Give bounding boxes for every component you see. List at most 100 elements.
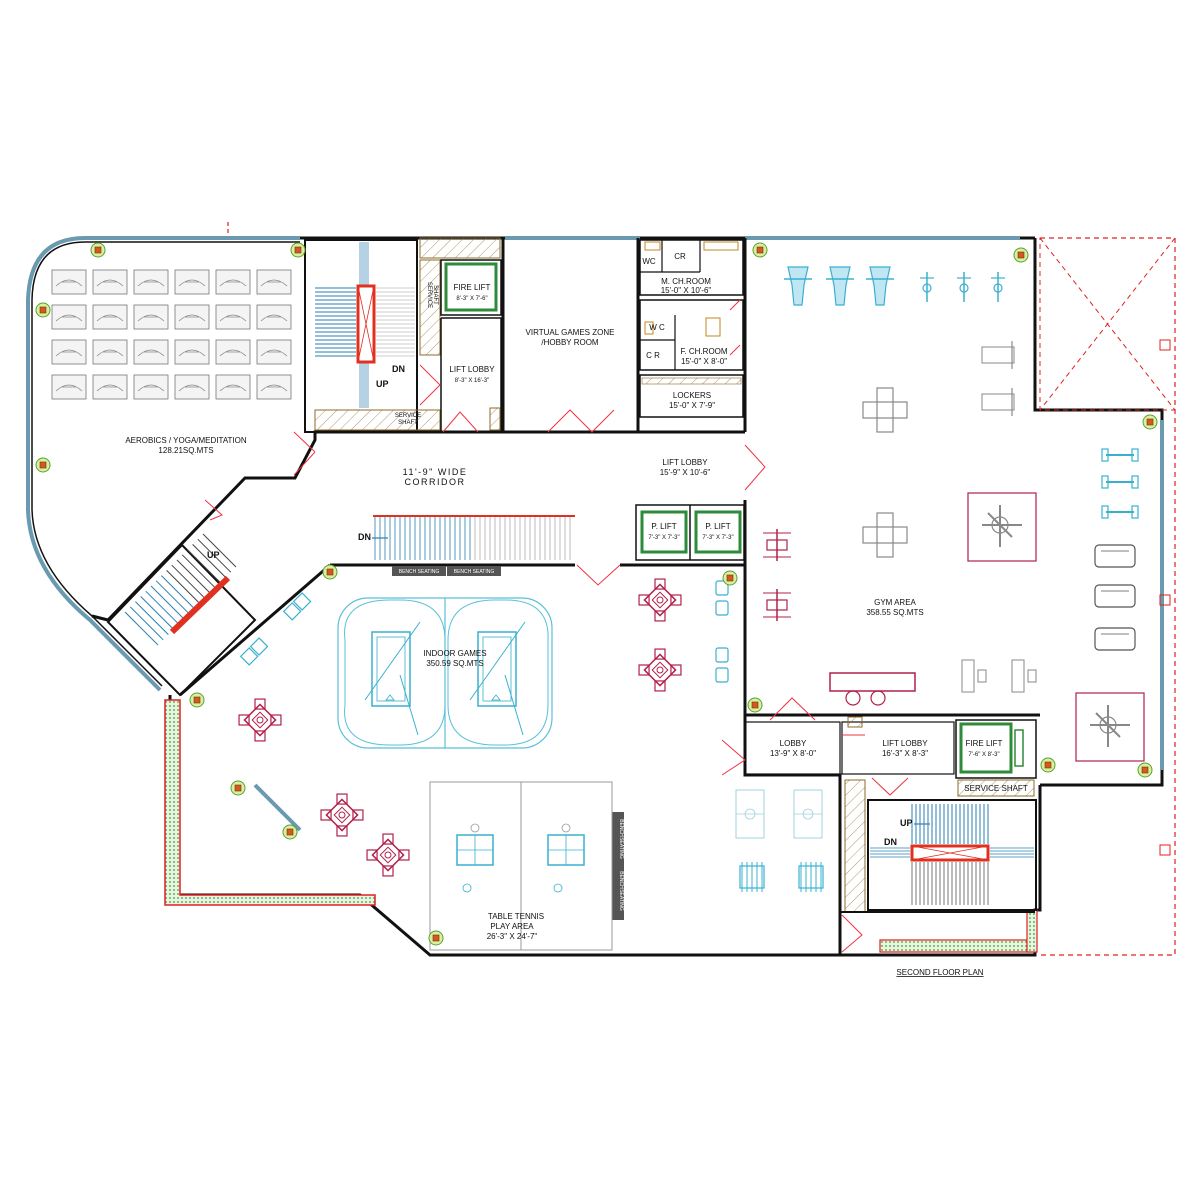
plant-icon (282, 824, 298, 840)
foosball-table (739, 862, 765, 892)
yoga-mat (174, 269, 210, 295)
treadmill (1094, 627, 1136, 651)
virtual-games-label-2: /HOBBY ROOM (541, 338, 599, 347)
lobby-south-size: 13'-9" X 8'-0" (770, 749, 816, 758)
gym-area: 358.55 SQ.MTS (866, 608, 923, 617)
lounge-chair (715, 580, 729, 596)
lobby-south-side-door[interactable] (721, 739, 746, 776)
indoor-games-entry-door[interactable] (576, 564, 621, 586)
aerobics-mats (51, 269, 292, 400)
plant-icon (230, 780, 246, 796)
stair-tread (150, 585, 185, 620)
yoga-mat (92, 269, 128, 295)
yoga-mat (92, 339, 128, 365)
plant-icon (428, 930, 444, 946)
stair-tread (166, 570, 200, 604)
reception-desk (829, 672, 916, 706)
bench-seating-1 (392, 566, 446, 576)
yoga-mat (215, 304, 251, 330)
table-tennis-size: 26'-3" X 24'-7" (487, 932, 538, 941)
plant-icon (322, 564, 338, 580)
passenger-lifts (635, 504, 745, 561)
lockers-label: LOCKERS (673, 391, 711, 400)
weight-bench (981, 341, 1015, 369)
south-east-core (743, 713, 1040, 955)
p-lift-1-size: 7'-3" X 7'-3" (648, 535, 679, 541)
aerobics-side-door[interactable] (204, 499, 223, 521)
yoga-mat (215, 374, 251, 400)
bench-seating-vertical (612, 812, 624, 920)
table-tennis-area (429, 781, 613, 951)
leg-press (1011, 659, 1037, 693)
stair-tread (145, 590, 180, 625)
exercise-bike (991, 272, 1005, 302)
corridor-stair (374, 517, 571, 560)
stair-tread (187, 549, 221, 583)
stair-tread (161, 575, 195, 609)
aerobics-door[interactable] (293, 431, 316, 476)
power-rack (967, 492, 1037, 562)
plant-icon (747, 697, 763, 713)
lounge-seat (239, 637, 269, 666)
changing-room-doors[interactable] (729, 299, 741, 356)
billiard-zone (337, 597, 553, 749)
yoga-mat (256, 304, 292, 330)
stair-tread (129, 606, 164, 641)
plant-icon (189, 692, 205, 708)
yoga-mat (133, 304, 169, 330)
svg-text:SEATING: SEATING (618, 889, 624, 911)
dumbbell-rack (1101, 448, 1139, 462)
plant-icon (90, 242, 106, 258)
gym-entry-door[interactable] (744, 444, 766, 491)
north-stair (304, 239, 441, 433)
lounge-chair (715, 647, 729, 663)
p-lift-1-label: P. LIFT (651, 522, 676, 531)
virtual-games-door[interactable] (547, 409, 615, 433)
yoga-mat (51, 374, 87, 400)
leg-press (961, 659, 987, 693)
north-stair-dn: DN (392, 364, 405, 374)
weight-bench (981, 388, 1015, 416)
yoga-mat (256, 374, 292, 400)
furniture (238, 578, 916, 892)
west-stair-up: UP (207, 550, 220, 560)
indoor-games-area: 350.59 SQ.MTS (426, 659, 483, 668)
table-tennis-label: TABLE TENNIS (488, 912, 544, 921)
m-ch-room-label: M. CH.ROOM (661, 277, 711, 286)
corridor-stair-dn: DN (358, 532, 371, 542)
wc-mid-label: W C (649, 323, 665, 332)
south-stair-dn: DN (884, 837, 897, 847)
yoga-mat (133, 339, 169, 365)
svg-text:BENCH: BENCH (618, 819, 624, 837)
power-rack (1075, 692, 1145, 762)
service-shaft-north-1: SERVICE (395, 413, 421, 419)
north-stair-up: UP (376, 379, 389, 389)
lobby-south-label: LOBBY (780, 739, 807, 748)
plant-icon (1040, 757, 1056, 773)
fire-lift-north (419, 237, 502, 316)
lobby-south-door[interactable] (769, 697, 816, 721)
plant-icon (1013, 247, 1029, 263)
f-ch-room-label: F. CH.ROOM (680, 347, 727, 356)
fire-lift-south-size: 7'-6" X 8'-3" (968, 752, 999, 758)
foosball-table (798, 862, 824, 892)
plant-icon (290, 242, 306, 258)
yoga-mat (174, 304, 210, 330)
plant-icon (1142, 414, 1158, 430)
svg-text:BENCH SEATING: BENCH SEATING (399, 569, 440, 575)
lift-lobby-north-door[interactable] (419, 364, 441, 406)
plant-icon (35, 457, 51, 473)
table-chair-set (638, 578, 682, 622)
changing-rooms (639, 239, 744, 418)
svg-text:BENCH: BENCH (618, 871, 624, 889)
lockers-size: 15'-0" X 7'-9" (669, 401, 715, 410)
fire-lift-south-label: FIRE LIFT (966, 739, 1003, 748)
lounge-chair (715, 600, 729, 616)
south-exit-door[interactable] (841, 914, 863, 953)
stair-south-door[interactable] (871, 777, 909, 796)
virtual-games-label: VIRTUAL GAMES ZONE (526, 328, 615, 337)
multi-gym-station (862, 512, 908, 558)
plant-icon (752, 242, 768, 258)
lift-lobby-north-door-2[interactable] (442, 411, 479, 433)
lounge-chair (715, 667, 729, 683)
